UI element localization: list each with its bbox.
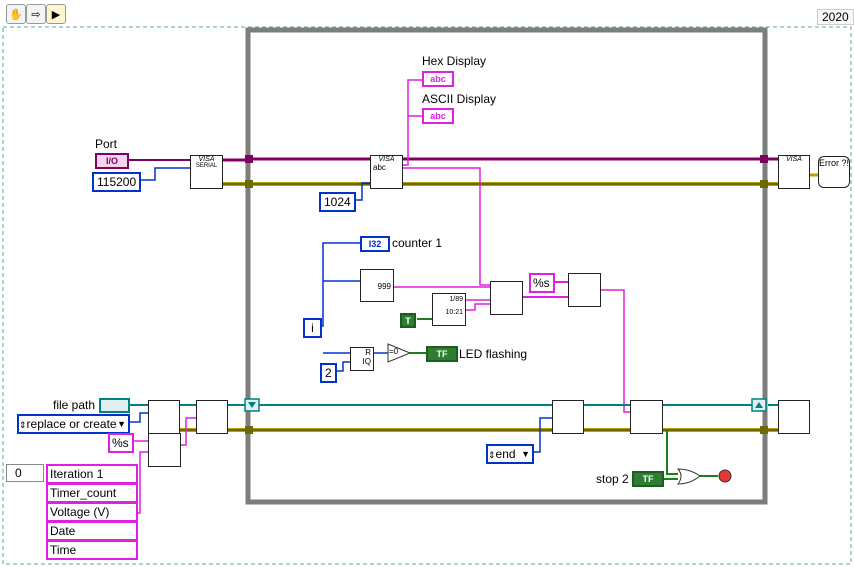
stop-terminal (718, 469, 732, 483)
array-index[interactable]: 0 (6, 464, 44, 482)
equal-zero-label: =0 (389, 347, 399, 356)
file-mode-select[interactable]: ⇕replace or create▼ (17, 414, 130, 434)
array-item[interactable]: Voltage (V) (46, 502, 138, 522)
mode-value: replace or create (26, 417, 117, 431)
date-time-string-node[interactable]: 1/89 10:21 (432, 293, 466, 326)
write-text-file-left-node[interactable] (196, 400, 228, 434)
time-2: 10:21 (445, 309, 463, 316)
visa-text: VISA (198, 156, 215, 163)
header-array: 0 Iteration 1 Timer_count Voltage (V) Da… (6, 464, 138, 560)
num-999-text: 999 (377, 282, 391, 291)
file-path-label: file path (53, 398, 96, 412)
array-item[interactable]: Time (46, 540, 138, 560)
visa-read-text: VISA (378, 156, 395, 163)
port-label: Port (95, 137, 118, 151)
open-file-node[interactable] (148, 400, 180, 434)
visa-close-text: VISA (786, 156, 802, 163)
led-label: LED flashing (459, 347, 528, 361)
set-file-position-node[interactable] (552, 400, 584, 434)
hex-display-label: Hex Display (422, 54, 487, 68)
format-string-constant-left[interactable]: %s (108, 433, 134, 453)
true-constant[interactable]: T (400, 313, 416, 328)
div-r: R (365, 348, 371, 357)
visa-close-node[interactable]: VISA (778, 155, 810, 189)
ascii-display-label: ASCII Display (422, 92, 497, 106)
year-badge: 2020 (817, 9, 854, 25)
div-iq: IQ (362, 357, 371, 366)
divisor-constant[interactable]: 2 (320, 363, 337, 383)
array-item[interactable]: Timer_count (46, 483, 138, 503)
or-gate (676, 468, 701, 485)
counter-indicator: I32 (360, 236, 390, 252)
counter-label: counter 1 (392, 236, 443, 250)
hex-display-indicator: abc (422, 71, 454, 87)
arrow-icon[interactable]: ⇨ (26, 4, 46, 24)
run-icon[interactable]: ▶ (46, 4, 66, 24)
visa-read-abc: abc (373, 163, 386, 172)
write-text-file-node[interactable] (630, 400, 663, 434)
build-array-node[interactable] (490, 281, 523, 315)
error-handler-node[interactable]: Error ?! (818, 156, 850, 188)
mode-arrows-icon: ⇕ (19, 420, 27, 430)
hand-icon[interactable]: ✋ (6, 4, 26, 24)
baud-rate-constant[interactable]: 115200 (92, 172, 142, 192)
array-to-spreadsheet-left-node[interactable] (148, 433, 181, 467)
array-item[interactable]: Date (46, 521, 138, 541)
array-item[interactable]: Iteration 1 (46, 464, 138, 484)
time-1: 1/89 (449, 296, 463, 303)
quotient-remainder-node[interactable]: R IQ (350, 347, 374, 371)
stop-label: stop 2 (596, 472, 629, 486)
array-to-spreadsheet-node[interactable] (568, 273, 601, 307)
stop-indicator[interactable]: TF (632, 471, 664, 487)
number-to-string-node[interactable]: 999 (360, 269, 394, 302)
chevron-down-icon: ▼ (117, 419, 126, 429)
serial-text: SERIAL (195, 163, 218, 169)
close-file-node[interactable] (778, 400, 810, 434)
end-arrows-icon: ⇕ (488, 450, 496, 460)
visa-read-node[interactable]: VISA abc (370, 155, 403, 189)
while-loop-border (245, 27, 768, 505)
end-value: end (495, 447, 516, 461)
format-string-constant[interactable]: %s (529, 273, 555, 293)
file-path-control[interactable] (99, 398, 130, 413)
end-chevron-down-icon: ▼ (521, 449, 530, 459)
end-mode-select[interactable]: ⇕end ▼ (486, 444, 534, 464)
bytes-to-read-constant[interactable]: 1024 (319, 192, 356, 212)
ascii-display-indicator: abc (422, 108, 454, 124)
visa-configure-serial-node[interactable]: VISA SERIAL (190, 155, 223, 189)
equal-zero-node (387, 343, 412, 363)
led-indicator: TF (426, 346, 458, 362)
outer-frame (2, 26, 852, 565)
iteration-terminal: i (303, 318, 322, 338)
port-control[interactable]: I/O (95, 153, 129, 169)
